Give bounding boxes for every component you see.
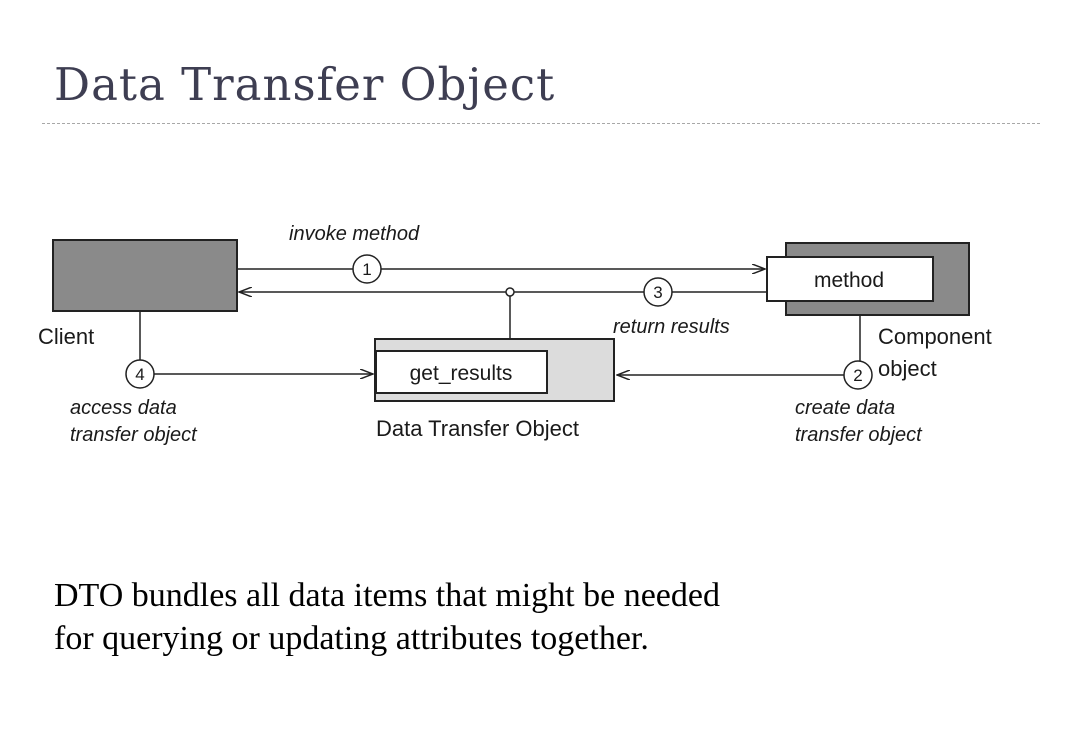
invoke-method-label: invoke method [289,223,420,245]
client-box [52,239,238,312]
title-divider [42,123,1040,124]
client-label: Client [38,324,94,349]
dto-label: Data Transfer Object [376,416,579,441]
access-dto-arrow [139,311,373,374]
return-results-label: return results [613,316,730,338]
dto-description: DTO bundles all data items that might be… [54,574,720,660]
dto-description-line2: for querying or updating attributes toge… [54,620,649,657]
step-2-number: 2 [853,366,862,385]
component-label: Component [878,324,992,349]
method-label: method [814,269,884,292]
create-dto-label-line1: create data [795,397,895,419]
dto-junction-dot [505,287,515,297]
access-dto-label-line1: access data [70,397,177,419]
step-1-marker [352,254,382,284]
dto-description-line1: DTO bundles all data items that might be… [54,577,720,614]
get-results-label: get_results [410,362,513,385]
access-dto-label-line2: transfer object [70,424,198,446]
step-3-marker [643,277,673,307]
step-2-marker [843,360,873,390]
method-box [766,256,934,302]
step-1-number: 1 [362,260,371,279]
step-3-number: 3 [653,283,662,302]
step-4-number: 4 [135,365,144,384]
create-dto-label-line2: transfer object [795,424,923,446]
component-object-label: object [878,356,937,381]
get-results-box [375,350,548,394]
page-title: Data Transfer Object [54,58,556,111]
step-4-marker [125,359,155,389]
